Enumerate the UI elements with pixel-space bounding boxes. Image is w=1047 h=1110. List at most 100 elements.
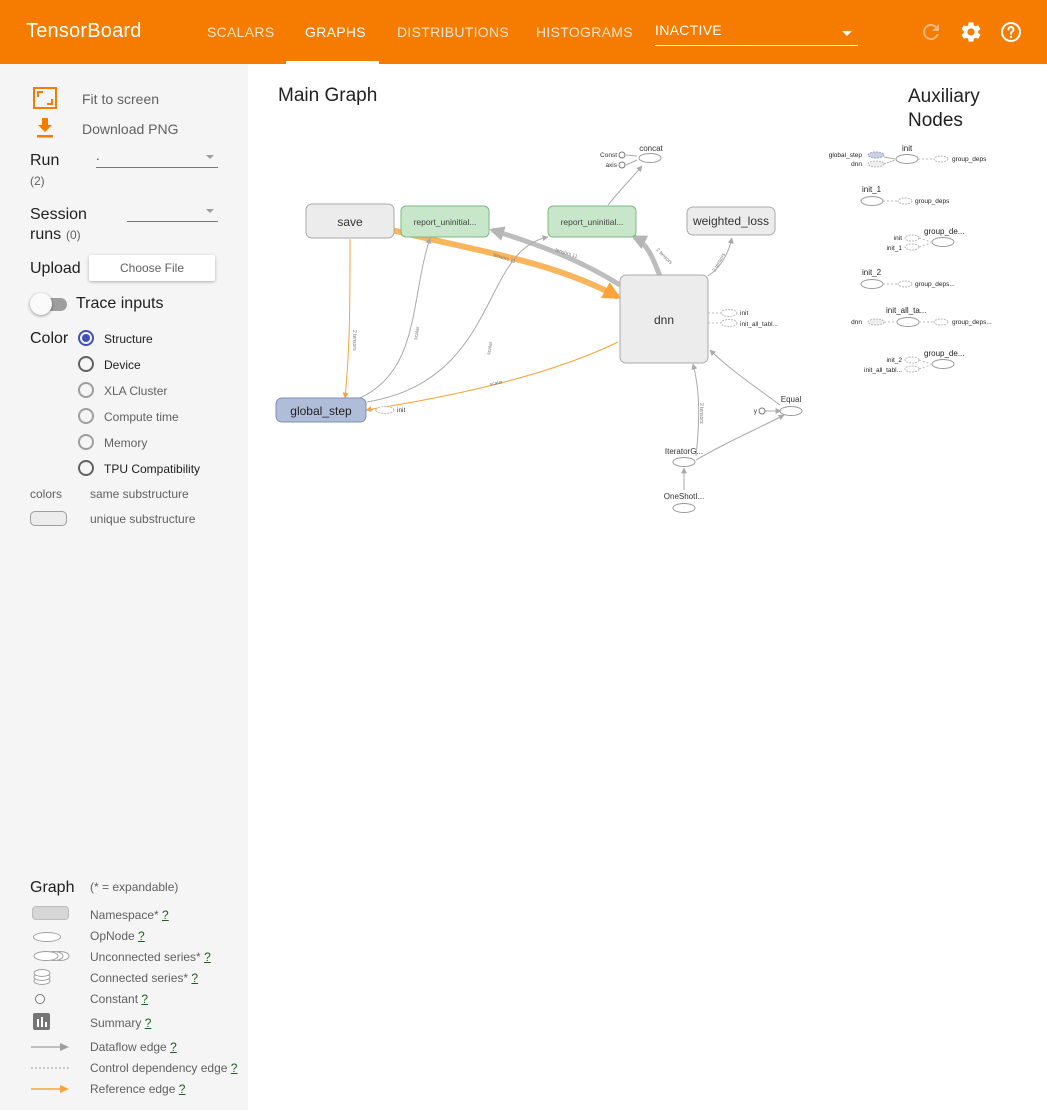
svg-text:report_uninitial...: report_uninitial... xyxy=(561,217,624,227)
svg-text:init_all_tabl...: init_all_tabl... xyxy=(864,367,902,374)
svg-text:group_de...: group_de... xyxy=(924,227,964,236)
aux-init-all-tables-group[interactable]: init_all_ta... dnn group_deps... xyxy=(851,306,992,327)
aux-init-1-group[interactable]: init_1 group_deps xyxy=(860,185,950,206)
aux-init-2-group[interactable]: init_2 group_deps... xyxy=(860,268,955,289)
run-dropdown-value: . xyxy=(96,148,100,163)
axis-node[interactable]: axis xyxy=(605,161,626,169)
svg-text:dnn: dnn xyxy=(851,319,862,326)
download-png-button[interactable]: Download PNG xyxy=(82,121,179,137)
color-structure-label[interactable]: Structure xyxy=(104,332,153,346)
same-substructure-label: same substructure xyxy=(90,487,189,501)
unique-substructure-swatch xyxy=(30,511,67,526)
run-label: Run xyxy=(30,152,60,169)
dnn-node[interactable]: dnn xyxy=(619,274,709,364)
active-tab-indicator xyxy=(286,61,379,64)
color-device-radio[interactable] xyxy=(78,356,94,372)
namespace-legend-label: Namespace* ? xyxy=(90,908,169,922)
help-icon[interactable] xyxy=(999,20,1023,44)
top-app-bar: TensorBoard SCALARS GRAPHS DISTRIBUTIONS… xyxy=(0,0,1047,64)
download-icon[interactable] xyxy=(35,117,55,139)
namespace-help-link[interactable]: ? xyxy=(162,908,169,922)
connected-series-legend-label: Connected series* ? xyxy=(90,971,199,985)
constant-legend-label: Constant ? xyxy=(90,992,149,1006)
tab-graphs[interactable]: GRAPHS xyxy=(305,24,366,40)
reference-edge-legend-label: Reference edge ? xyxy=(90,1082,186,1096)
summary-legend-label: Summary ? xyxy=(90,1016,152,1030)
color-xla-label[interactable]: XLA Cluster xyxy=(104,384,168,398)
one-shot-iterator-node[interactable]: OneShotI... xyxy=(664,492,704,513)
inactive-plugins-dropdown[interactable]: INACTIVE xyxy=(655,22,858,46)
dataflow-edge-legend-icon xyxy=(31,1043,69,1051)
settings-icon[interactable] xyxy=(959,20,983,44)
global-step-init-node[interactable]: init xyxy=(375,406,406,415)
auxiliary-nodes: init global_step dnn group_deps init_1 g… xyxy=(829,144,992,374)
svg-text:scalar: scalar xyxy=(486,341,494,356)
equal-node[interactable]: Equal xyxy=(779,395,803,416)
svg-text:init_1: init_1 xyxy=(862,185,882,194)
aux-group-deps-1-group[interactable]: group_de... init init_1 xyxy=(886,227,964,252)
color-structure-radio[interactable] xyxy=(78,330,94,346)
connected-series-legend-icon xyxy=(33,969,51,985)
unconnected-help-link[interactable]: ? xyxy=(204,950,211,964)
aux-group-deps-2-group[interactable]: group_de... init_2 init_all_tabl... xyxy=(864,349,964,374)
run-count: (2) xyxy=(30,174,45,188)
summary-help-link[interactable]: ? xyxy=(144,1016,152,1030)
color-compute-time-radio[interactable] xyxy=(78,408,94,424)
unconnected-series-legend-icon xyxy=(33,951,70,961)
report-uninitialized-node-2[interactable]: report_uninitial... xyxy=(547,205,637,238)
svg-text:group_deps...: group_deps... xyxy=(952,319,992,326)
iterator-get-next-node[interactable]: IteratorG... xyxy=(665,447,703,467)
dataflow-edge-legend-label: Dataflow edge ? xyxy=(90,1040,177,1054)
color-tpu-radio[interactable] xyxy=(78,460,94,476)
svg-text:init: init xyxy=(902,144,913,153)
tab-distributions[interactable]: DISTRIBUTIONS xyxy=(397,24,510,40)
weighted-loss-node[interactable]: weighted_loss xyxy=(686,206,776,236)
graph-edges xyxy=(342,154,785,490)
report-uninitialized-node-1[interactable]: report_uninitial... xyxy=(400,205,490,238)
namespace-legend-icon xyxy=(32,906,69,920)
session-count: (0) xyxy=(66,228,81,242)
trace-inputs-toggle-knob[interactable] xyxy=(30,293,52,315)
svg-text:report_uninitial...: report_uninitial... xyxy=(414,217,477,227)
graph-canvas[interactable]: 2 tensors tensors 11 tensors 11 2 tensor… xyxy=(248,64,1047,584)
run-dropdown[interactable]: . xyxy=(96,148,218,168)
color-tpu-label[interactable]: TPU Compatibility xyxy=(104,462,201,476)
control-help-link[interactable]: ? xyxy=(230,1061,238,1075)
color-memory-radio[interactable] xyxy=(78,434,94,450)
y-node[interactable]: y xyxy=(754,407,766,415)
opnode-help-link[interactable]: ? xyxy=(138,929,145,943)
graph-legend-title: Graph xyxy=(30,879,75,896)
session-runs-label: runs xyxy=(30,226,62,243)
unconnected-series-legend-label: Unconnected series* ? xyxy=(90,950,211,964)
tab-scalars[interactable]: SCALARS xyxy=(207,24,275,40)
dnn-init-node[interactable]: init xyxy=(720,309,749,318)
fit-to-screen-button[interactable]: Fit to screen xyxy=(82,91,160,107)
concat-node[interactable]: concat xyxy=(638,144,664,163)
fit-screen-icon[interactable] xyxy=(33,87,57,109)
svg-text:2 tensors: 2 tensors xyxy=(712,252,728,273)
color-device-label[interactable]: Device xyxy=(104,358,141,372)
svg-text:2 tensors: 2 tensors xyxy=(351,330,357,351)
chevron-down-icon xyxy=(842,31,852,36)
svg-text:group_deps: group_deps xyxy=(952,156,987,163)
color-memory-label[interactable]: Memory xyxy=(104,436,148,450)
dataflow-help-link[interactable]: ? xyxy=(170,1040,177,1054)
dnn-init-all-tables-node[interactable]: init_all_tabl... xyxy=(720,319,778,329)
color-compute-time-label[interactable]: Compute time xyxy=(104,410,179,424)
tab-histograms[interactable]: HISTOGRAMS xyxy=(536,24,633,40)
aux-init-group[interactable]: init global_step dnn group_deps xyxy=(829,144,987,168)
summary-legend-icon xyxy=(33,1013,50,1030)
svg-text:init: init xyxy=(740,310,749,317)
svg-text:save: save xyxy=(337,215,363,229)
global-step-node[interactable]: global_step xyxy=(275,397,367,423)
color-xla-radio[interactable] xyxy=(78,382,94,398)
refresh-icon[interactable] xyxy=(919,20,943,44)
reference-help-link[interactable]: ? xyxy=(178,1082,186,1096)
const-node[interactable]: Const xyxy=(600,151,626,159)
constant-help-link[interactable]: ? xyxy=(141,992,149,1006)
session-runs-dropdown[interactable] xyxy=(127,202,218,222)
connected-help-link[interactable]: ? xyxy=(191,971,199,985)
chevron-down-icon xyxy=(206,155,214,159)
choose-file-button[interactable]: Choose File xyxy=(89,255,215,281)
save-node[interactable]: save xyxy=(305,203,395,239)
